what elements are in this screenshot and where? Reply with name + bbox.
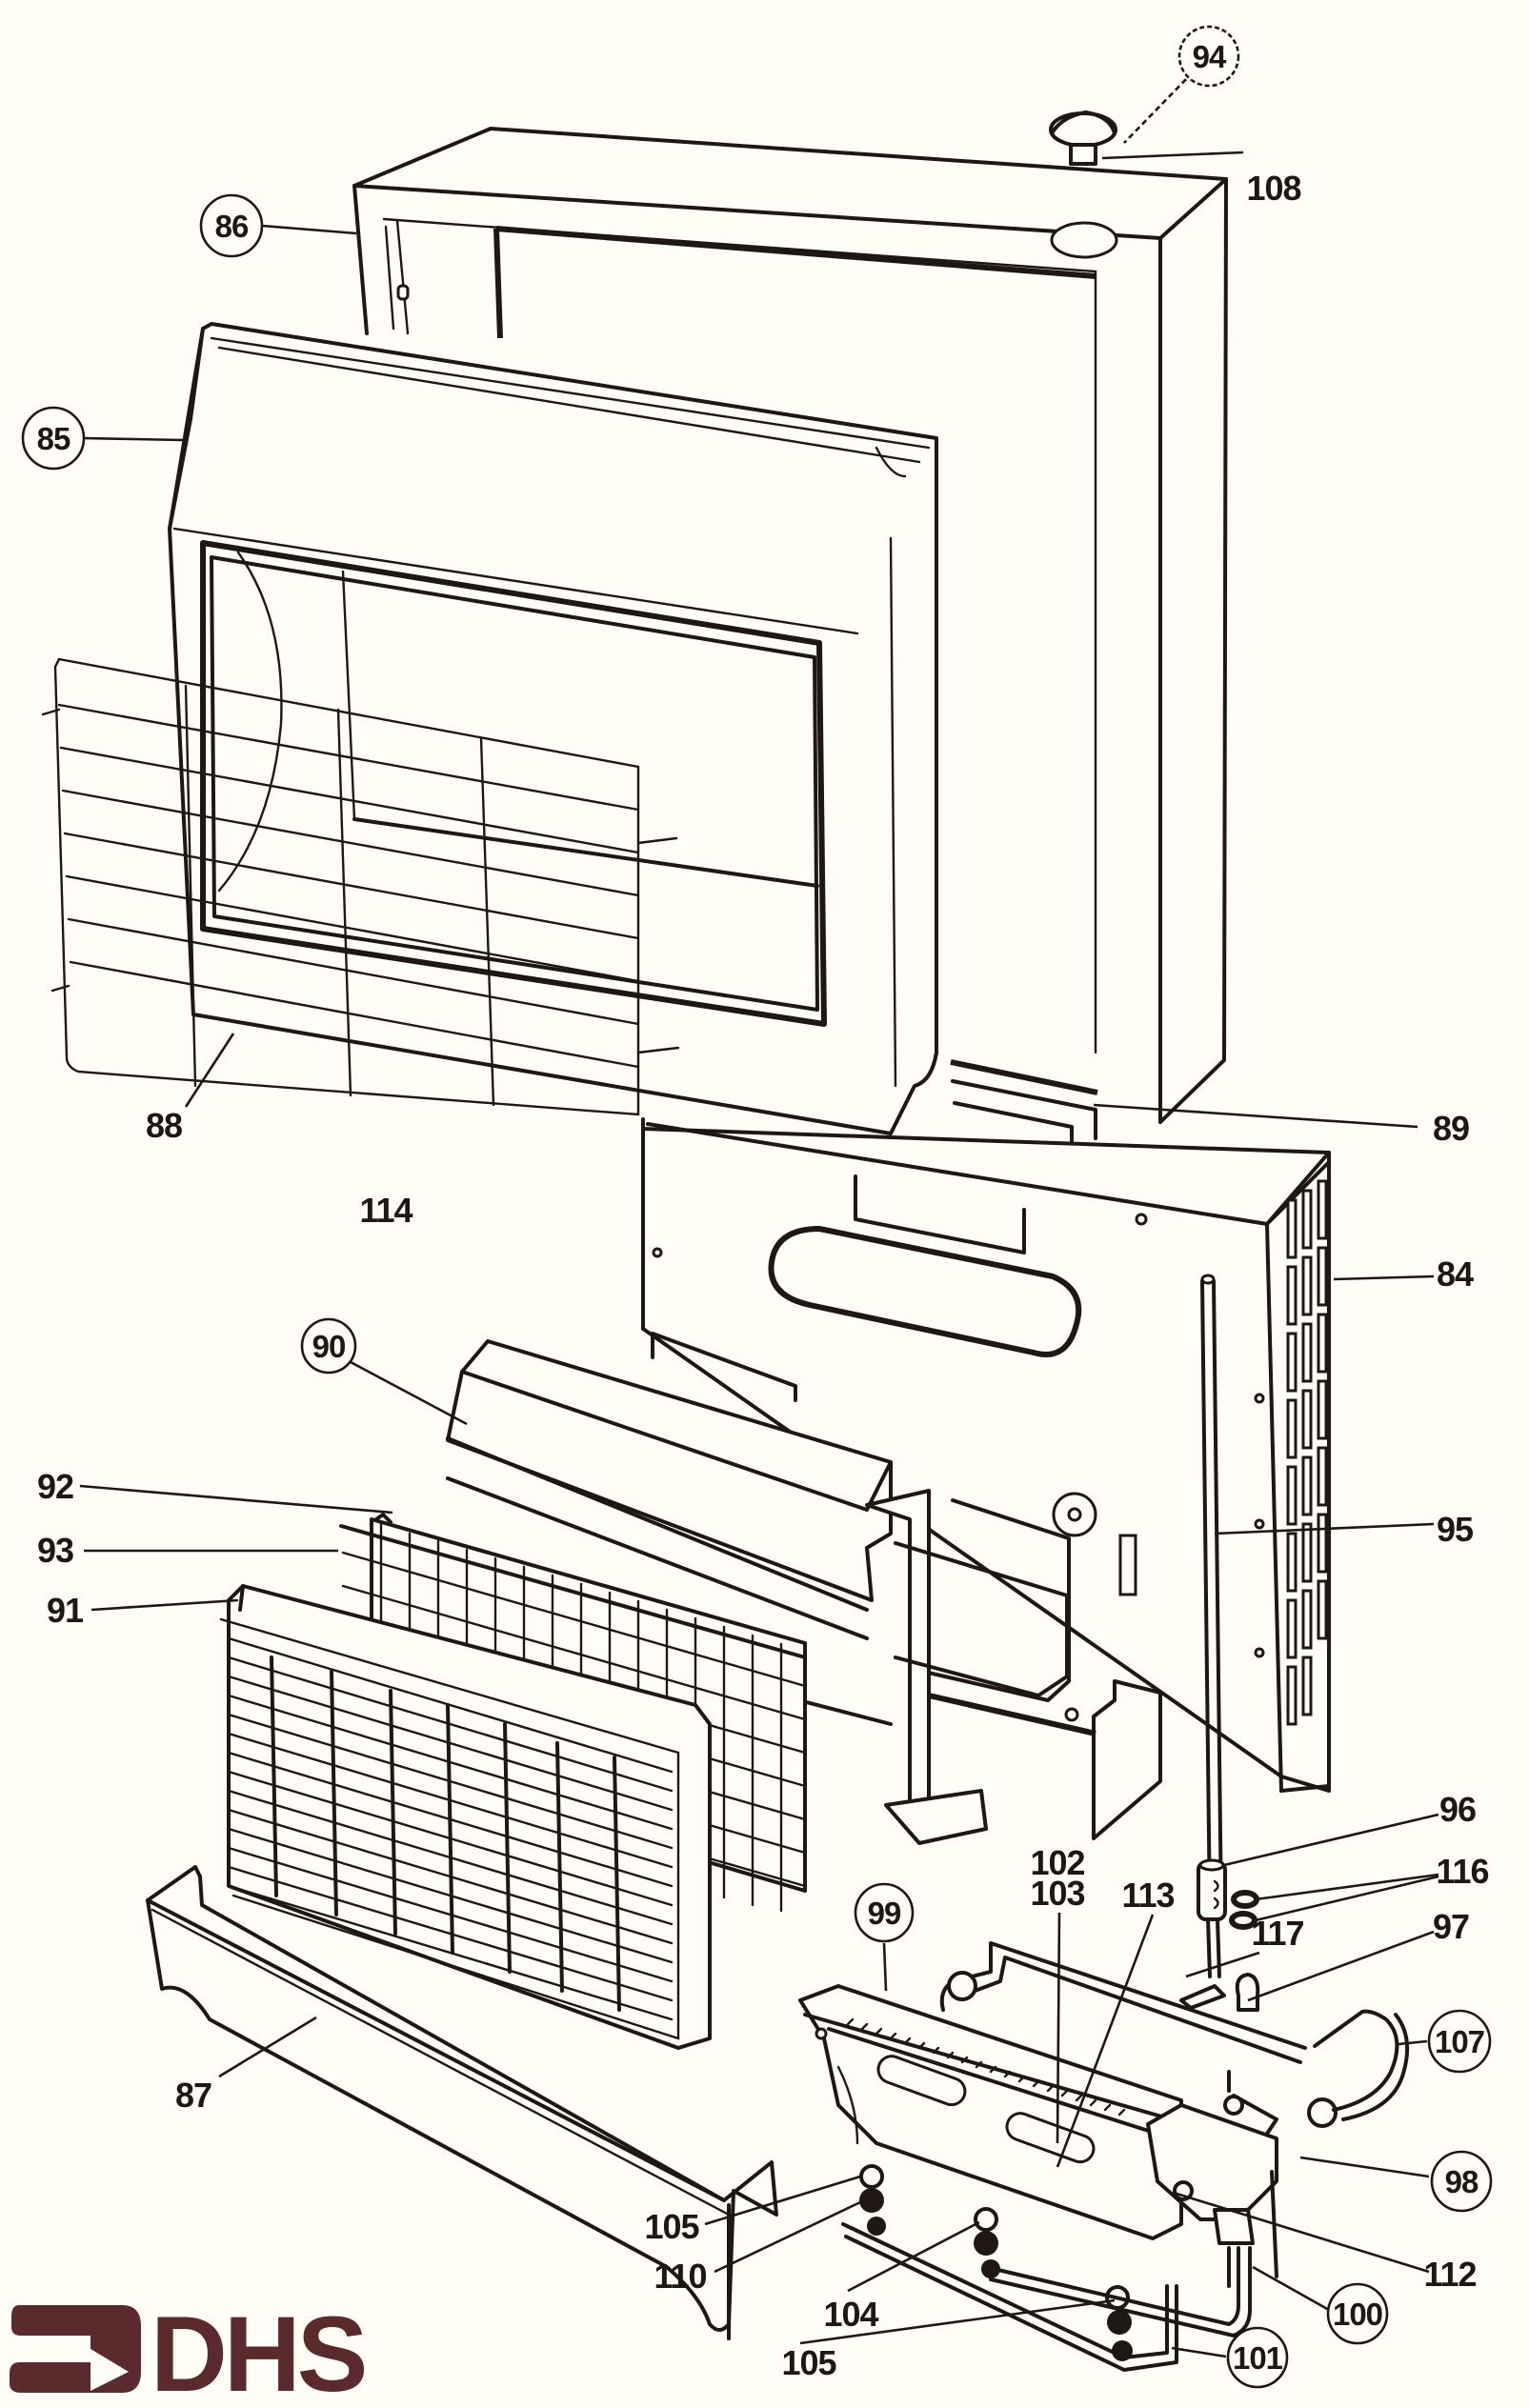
callout-87: 87 [175,2076,211,2115]
callout-98: 98 [1430,2150,1493,2213]
callout-label: 98 [1445,2164,1479,2199]
callout-label: 99 [868,1896,901,1931]
logo-text: DHS [151,2295,365,2408]
dhs-logo: DHS [10,2295,369,2408]
part-85-front-panel [168,322,938,1135]
callout-100: 100 [1326,2282,1389,2345]
callout-113: 113 [1121,1876,1174,1915]
callout-110: 110 [654,2257,706,2296]
callout-label: 107 [1435,2024,1484,2059]
part-84-back-panel [641,1122,1331,1840]
part-87-base-plinth [146,1865,778,2340]
part-89-bracket [950,1059,1098,1145]
part-100-pilot-pipe [984,2246,1252,2338]
part-94-knob [1049,110,1117,166]
callout-95: 95 [1437,1510,1474,1549]
part-90-canopy [446,1332,1069,1845]
part-88-wire-guard [41,657,680,1331]
part-99-burner [798,1941,1307,2240]
callout-92: 92 [37,1467,73,1506]
part-96-coupling [1197,1858,1227,1978]
arrow-bracket-icon [10,2305,141,2393]
callout-99: 99 [854,1882,915,1943]
callout-101: 101 [1226,2326,1289,2389]
callout-96: 96 [1439,1790,1476,1829]
callout-112: 112 [1423,2255,1476,2294]
callout-label: 100 [1333,2297,1382,2332]
callout-86: 86 [199,193,264,258]
callout-label: 94 [1193,39,1227,74]
part-91-front-grille [219,1584,712,2050]
callout-94: 94 [1177,25,1240,88]
callout-90: 90 [300,1317,357,1375]
callout-85: 85 [21,406,86,471]
callout-114: 114 [359,1191,412,1230]
part-98-gas-valve [1146,1973,1410,2288]
callout-108: 108 [1246,169,1300,208]
leader-lines [79,71,1439,2358]
callout-88: 88 [146,1106,182,1145]
callout-84: 84 [1437,1254,1474,1294]
callout-93: 93 [37,1531,73,1570]
callout-107: 107 [1427,2009,1492,2074]
callout-117: 117 [1251,1914,1303,1953]
callout-97: 97 [1433,1907,1469,1946]
callout-label: 86 [215,209,249,244]
side-vent-slots [1286,1179,1328,1726]
callout-105: 105 [644,2207,699,2246]
callout-105-lower: 105 [781,2343,836,2382]
callout-103: 103 [1030,1874,1084,1913]
callout-91: 91 [47,1591,84,1630]
callout-label: 90 [312,1329,346,1364]
callout-89: 89 [1433,1109,1469,1148]
callout-label: 101 [1233,2340,1283,2376]
callout-104: 104 [823,2295,878,2334]
grille-louvres [227,1636,674,2021]
casing-hole [1050,221,1118,259]
callout-116: 116 [1436,1852,1488,1891]
callout-102: 102 [1030,1843,1084,1882]
part-95-spindle-rod [1200,1274,1223,1916]
part-101-thermocouple [841,2222,1178,2372]
callout-label: 85 [37,421,70,456]
